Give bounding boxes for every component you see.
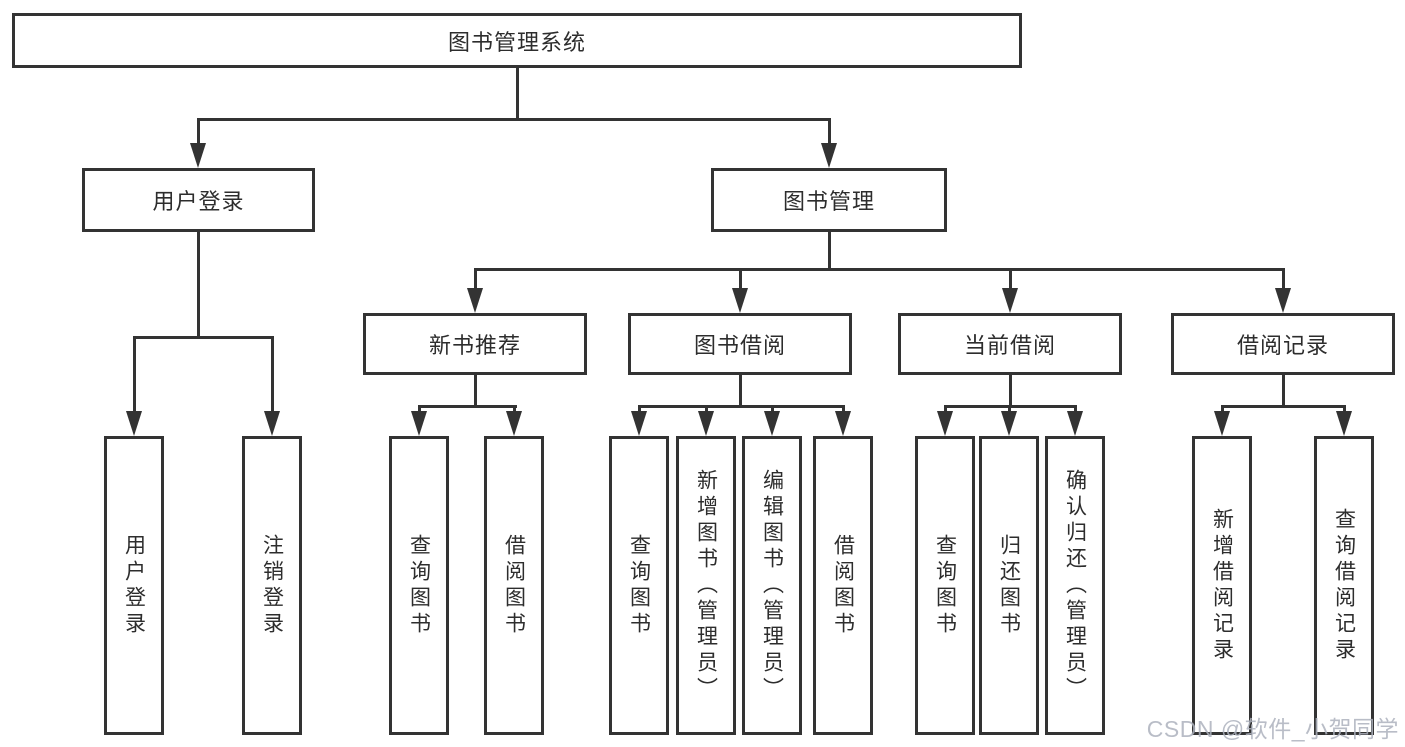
leaf-current-confirm-return-admin: 确认归还（管理员） (1045, 436, 1105, 735)
connector-stem-leaf-logout (270, 336, 274, 412)
node-label: 新增借阅记录 (1210, 507, 1234, 664)
node-book-borrow: 图书借阅 (628, 313, 852, 375)
connector-stem-records-leaf1 (1220, 405, 1224, 413)
connector-stem-records-leaf2 (1342, 405, 1346, 413)
leaf-borrow-borrow-books: 借阅图书 (813, 436, 873, 735)
node-label: 查询图书 (407, 533, 431, 638)
leaf-current-return-books: 归还图书 (979, 436, 1039, 735)
arrowhead-user-login (190, 143, 206, 168)
connector-rail-newbook (417, 405, 517, 408)
node-label: 用户登录 (122, 533, 146, 638)
arrowhead-newbook-query (411, 411, 427, 436)
connector-rail-level2 (196, 118, 831, 121)
node-label: 图书借阅 (693, 333, 786, 358)
leaf-borrow-query-books: 查询图书 (609, 436, 669, 735)
connector-stem-book-borrow (738, 268, 742, 289)
arrowhead-current-return (1001, 411, 1017, 436)
arrowhead-bookborrow-add (698, 411, 714, 436)
arrowhead-newbook-borrow (506, 411, 522, 436)
connector-currentborrow-stem (1008, 375, 1012, 405)
arrowhead-book-borrow (732, 288, 748, 313)
leaf-newbook-query-books: 查询图书 (389, 436, 449, 735)
arrowhead-records-query (1336, 411, 1352, 436)
connector-stem-bookborrow-leaf2 (704, 405, 708, 413)
connector-stem-current-leaf1 (943, 405, 947, 413)
connector-stem-current-leaf3 (1073, 405, 1077, 413)
leaf-logout: 注销登录 (242, 436, 302, 735)
node-label: 新增图书（管理员） (694, 468, 718, 703)
connector-stem-new-book (473, 268, 477, 289)
connector-stem-user-login (196, 118, 200, 144)
node-label: 借阅记录 (1236, 333, 1329, 358)
arrowhead-bookborrow-borrow (835, 411, 851, 436)
node-label: 确认归还（管理员） (1063, 468, 1087, 703)
connector-root-stem (515, 68, 519, 118)
connector-stem-leaf-user-login (132, 336, 136, 412)
leaf-borrow-edit-books-admin: 编辑图书（管理员） (742, 436, 802, 735)
arrowhead-current-borrow (1002, 288, 1018, 313)
connector-newbook-stem (473, 375, 477, 405)
arrowhead-current-confirm (1067, 411, 1083, 436)
arrowhead-leaf-logout (264, 411, 280, 436)
node-current-borrow: 当前借阅 (898, 313, 1122, 375)
node-label: 查询图书 (627, 533, 651, 638)
node-label: 归还图书 (997, 533, 1021, 638)
leaf-user-login: 用户登录 (104, 436, 164, 735)
node-label: 当前借阅 (963, 333, 1056, 358)
connector-rail-userlogin (132, 336, 274, 339)
node-book-management: 图书管理 (711, 168, 947, 232)
node-new-book-recommend: 新书推荐 (363, 313, 587, 375)
leaf-newbook-borrow-books: 借阅图书 (484, 436, 544, 735)
arrowhead-leaf-user-login (126, 411, 142, 436)
node-label: 用户登录 (152, 189, 245, 214)
connector-userlogin-stem (196, 232, 200, 336)
node-label: 注销登录 (260, 533, 284, 638)
arrowhead-new-book (467, 288, 483, 313)
node-label: 借阅图书 (831, 533, 855, 638)
connector-stem-newbook-leaf2 (512, 405, 516, 413)
connector-stem-current-borrow (1008, 268, 1012, 289)
node-borrow-records: 借阅记录 (1171, 313, 1395, 375)
node-user-login: 用户登录 (82, 168, 315, 232)
node-root: 图书管理系统 (12, 13, 1022, 68)
node-label: 查询借阅记录 (1332, 507, 1356, 664)
arrowhead-bookborrow-edit (764, 411, 780, 436)
arrowhead-current-query (937, 411, 953, 436)
arrowhead-book-management (821, 143, 837, 168)
connector-stem-book-management (827, 118, 831, 144)
node-label: 借阅图书 (502, 533, 526, 638)
arrowhead-bookborrow-query (631, 411, 647, 436)
leaf-records-query-record: 查询借阅记录 (1314, 436, 1374, 735)
node-label: 新书推荐 (428, 333, 521, 358)
connector-bookborrow-stem (738, 375, 742, 405)
connector-stem-bookborrow-leaf3 (770, 405, 774, 413)
arrowhead-borrow-records (1275, 288, 1291, 313)
connector-bookmgmt-stem (827, 232, 831, 268)
connector-stem-bookborrow-leaf4 (841, 405, 845, 413)
node-label: 图书管理 (782, 189, 875, 214)
node-label: 编辑图书（管理员） (760, 468, 784, 703)
leaf-records-add-record: 新增借阅记录 (1192, 436, 1252, 735)
arrowhead-records-add (1214, 411, 1230, 436)
connector-rail-records (1220, 405, 1346, 408)
leaf-borrow-add-books-admin: 新增图书（管理员） (676, 436, 736, 735)
csdn-watermark: CSDN @软件_小贺同学 (1146, 716, 1399, 742)
connector-stem-newbook-leaf1 (417, 405, 421, 413)
leaf-current-query-books: 查询图书 (915, 436, 975, 735)
node-label: 图书管理系统 (447, 29, 586, 55)
node-label: 查询图书 (933, 533, 957, 638)
connector-stem-borrow-records (1281, 268, 1285, 289)
connector-rail-level3 (473, 268, 1285, 271)
connector-stem-bookborrow-leaf1 (637, 405, 641, 413)
connector-stem-current-leaf2 (1007, 405, 1011, 413)
connector-records-stem (1281, 375, 1285, 405)
connector-rail-bookborrow (637, 405, 845, 408)
